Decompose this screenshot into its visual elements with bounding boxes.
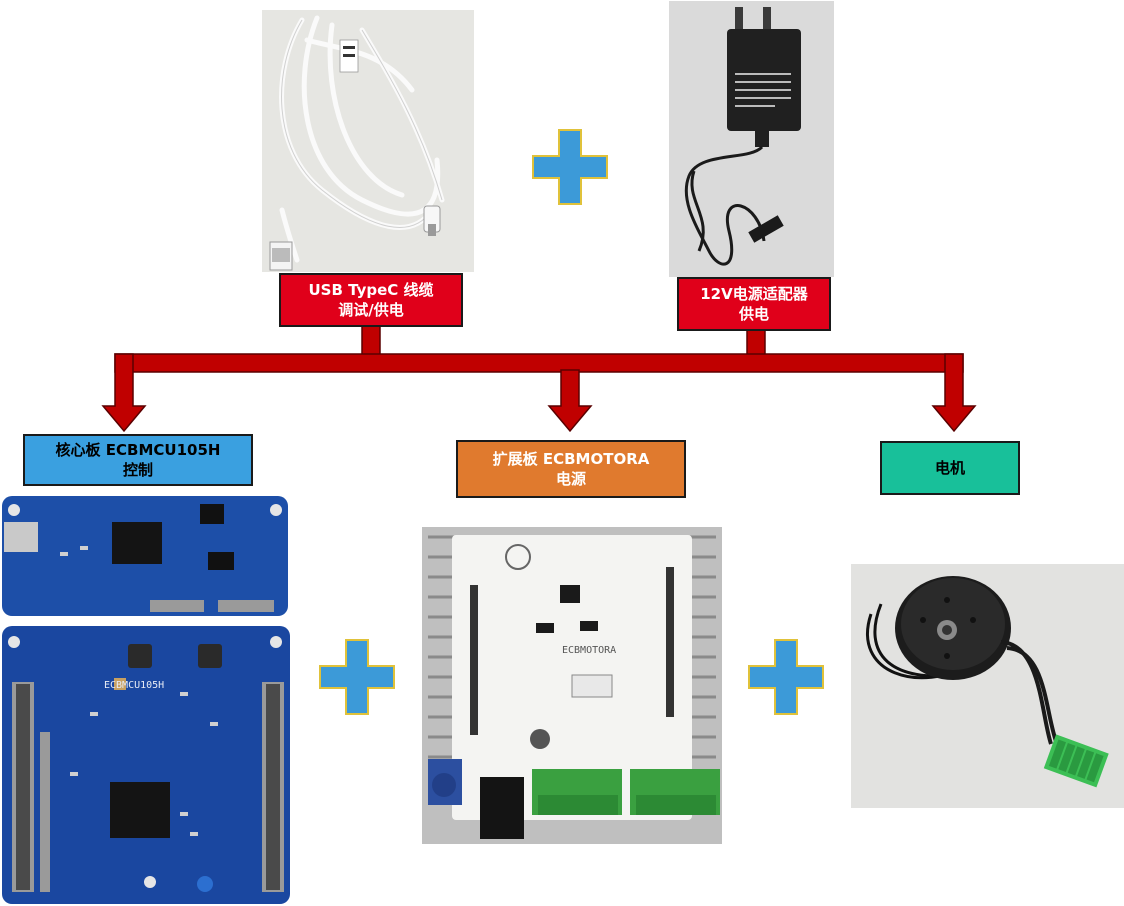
usb-label-line1: USB TypeC 线缆 [308, 281, 434, 299]
expansion-board-photo: ECBMOTORA [422, 527, 722, 844]
arrow-to-motor [931, 353, 977, 433]
connector-usb-drop [361, 324, 381, 358]
core-label-line1: 核心板 ECBMCU105H [55, 441, 221, 459]
connector-bus [114, 353, 964, 373]
usb-label-line2: 调试/供电 [338, 301, 404, 319]
usb-cable-label: USB TypeC 线缆 调试/供电 [279, 273, 463, 327]
connector-adapter-drop [746, 329, 766, 358]
core-board-silkscreen: ECBMCU105H [104, 680, 164, 691]
core-board-label: 核心板 ECBMCU105H 控制 [23, 434, 253, 486]
motor-photo [851, 564, 1124, 808]
adapter-label-line2: 供电 [738, 305, 769, 323]
core-board-photo: ECBMCU105H [0, 492, 292, 906]
adapter-label-line1: 12V电源适配器 [700, 285, 808, 303]
expansion-board-silkscreen: ECBMOTORA [562, 645, 616, 656]
expansion-board-label: 扩展板 ECBMOTORA 电源 [456, 440, 686, 498]
adapter-label: 12V电源适配器 供电 [677, 277, 831, 331]
motor-label-line1: 电机 [934, 459, 965, 477]
expansion-label-line2: 电源 [555, 470, 586, 488]
expansion-label-line1: 扩展板 ECBMOTORA [492, 450, 650, 468]
usb-cable-photo [262, 10, 474, 272]
power-adapter-photo [669, 1, 834, 277]
core-label-line2: 控制 [122, 461, 153, 479]
arrow-to-expansion [547, 369, 593, 433]
motor-label: 电机 [880, 441, 1020, 495]
arrow-to-core [101, 353, 147, 433]
